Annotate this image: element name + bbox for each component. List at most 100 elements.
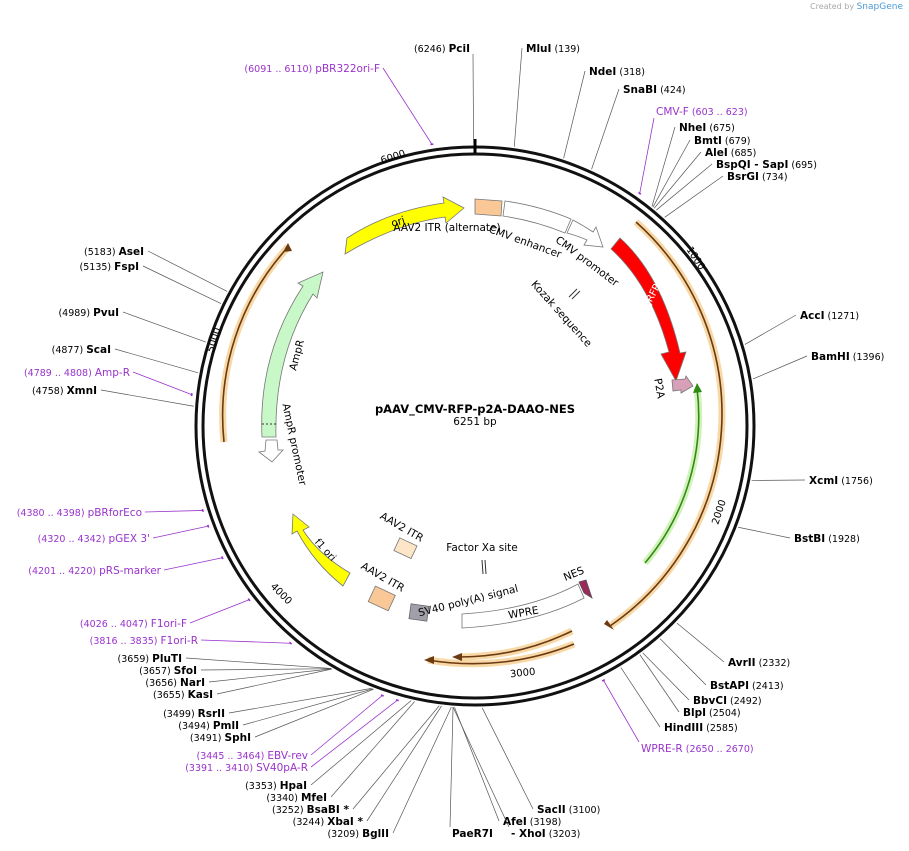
feature-tagrfp [610, 237, 687, 382]
primer-leader [163, 557, 223, 571]
primer-mark [601, 679, 606, 682]
primer-leader [200, 639, 291, 644]
ruler-label: 3000 [510, 667, 536, 681]
ruler-label: 2000 [710, 498, 728, 526]
site-leader [449, 707, 454, 828]
feature-kozak [571, 290, 581, 300]
restriction-site: BspQI - SapI (695) [656, 159, 817, 211]
site-position: (5183) [84, 247, 119, 258]
site-label: (3659) PluTI [118, 653, 182, 665]
site-name: HindIII [664, 722, 703, 734]
feature-factor-xa [481, 559, 484, 575]
primer-label: (4380 .. 4398) pBRforEco [17, 507, 142, 519]
site-leader [147, 250, 228, 292]
restriction-site: BlpI (2504) [639, 654, 741, 719]
site-leader [656, 163, 713, 211]
site-position: (3353) [245, 781, 280, 792]
restriction-site: (3252) BsaBI * [272, 705, 440, 816]
site-name: XmnI [67, 385, 97, 397]
feature-aav2-itr-alt-label: AAV2 ITR (alternate) [393, 222, 500, 234]
site-leader [659, 638, 707, 686]
site-name: SnaBI [623, 84, 657, 96]
primer-position: (3816 .. 3835) [90, 636, 161, 647]
site-leader [114, 348, 199, 374]
site-position: (3657) [139, 666, 174, 677]
primer-name: CMV-F [656, 106, 689, 118]
site-label: (3353) HpaI [245, 780, 307, 792]
primer-label: (4320 .. 4342) pGEX 3' [38, 533, 150, 545]
restriction-site: AleI (685) [653, 147, 756, 209]
primer-label: (3816 .. 3835) F1ori-R [90, 635, 198, 647]
restriction-site: BmtI (679) [652, 135, 750, 208]
orf-arc-bottom [459, 630, 573, 658]
restriction-site: BstAPI (2413) [659, 638, 784, 692]
feature-ampr-promoter-label: AmpR promoter [279, 402, 308, 487]
site-name: BsrGI [727, 171, 759, 183]
site-position: (3499) [163, 709, 198, 720]
restriction-site: NheI (675) [651, 122, 735, 207]
site-label: (5183) AseI [84, 246, 144, 258]
site-leader [392, 706, 452, 834]
feature-sv40-polya [408, 603, 430, 622]
feature-aav2-itr-alt [474, 198, 503, 217]
restriction-site: (3656) NarI [145, 668, 332, 689]
primer: (3445 .. 3464) EBV-rev [196, 694, 384, 762]
feature-ampr-promoter [258, 439, 284, 463]
site-leader [185, 657, 331, 669]
snapgene-credit: Created by SnapGene [810, 2, 903, 12]
site-leader [591, 88, 620, 170]
site-name: BspQI [716, 159, 751, 171]
site-name: BbvCI [693, 695, 727, 707]
site-position: (5135) [80, 262, 115, 273]
site-label: (3655) KasI [153, 689, 213, 701]
restriction-site: (6246) PciI [414, 43, 474, 145]
site-label: (3494) PmlI [178, 720, 239, 732]
primer-name: Amp-R [95, 367, 130, 379]
primer-leader [132, 371, 192, 395]
feature-f1-ori [291, 513, 351, 587]
site-leader [513, 47, 523, 147]
site-label: (3340) MfeI [266, 792, 327, 804]
site-position: (3340) [266, 793, 301, 804]
primer-label: (4789 .. 4808) Amp-R [24, 367, 130, 379]
site-name: PluTI [152, 653, 182, 665]
site-name: RsrII [198, 708, 225, 720]
site-label: XcmI (1756) [809, 475, 873, 487]
feature-aav2-itr-2 [367, 585, 396, 612]
restriction-site: AccI (1271) [744, 310, 859, 345]
site-label: AccI (1271) [800, 310, 859, 322]
site-label: (4877) ScaI [52, 344, 111, 356]
feature-p2a-label: P2A [651, 377, 666, 400]
site-position: (424) [657, 85, 686, 96]
site-position: (1756) [838, 476, 873, 487]
site-name: AleI [705, 147, 728, 159]
feature-kozak [568, 288, 578, 298]
site-name: BmtI [694, 135, 722, 147]
orf-arc-left [221, 246, 289, 443]
site-position: (2504) [706, 708, 741, 719]
primer-position: (603 .. 623) [689, 107, 748, 118]
site-label: BmtI (679) [694, 135, 750, 147]
snapgene-logo: SnapGene [856, 2, 903, 12]
primer-leader [639, 117, 655, 194]
site-position: (734) [759, 172, 788, 183]
primer: CMV-F (603 .. 623) [638, 106, 748, 195]
primer-mark [288, 641, 293, 645]
restriction-site: - XhoI (3203) [452, 706, 580, 840]
primer-label: CMV-F (603 .. 623) [656, 106, 748, 118]
feature-ampr-label: AmpR [287, 339, 307, 372]
site-label: (3244) XbaI * [293, 816, 364, 828]
site-name: NarI [180, 677, 205, 689]
restriction-site: BamHI (1396) [752, 351, 884, 380]
orf-arc-green [644, 387, 700, 564]
feature-nes [578, 579, 593, 599]
site-leader [481, 707, 534, 810]
site-leader [664, 175, 724, 218]
site-label: (3252) BsaBI * [272, 804, 350, 816]
orf-arc-bottom2 [427, 643, 575, 665]
credit-prefix: Created by [810, 2, 855, 11]
primer: (4320 .. 4342) pGEX 3' [38, 524, 210, 545]
site-name: BamHI [811, 351, 850, 363]
restriction-site: BbvCI (2492) [642, 652, 762, 707]
